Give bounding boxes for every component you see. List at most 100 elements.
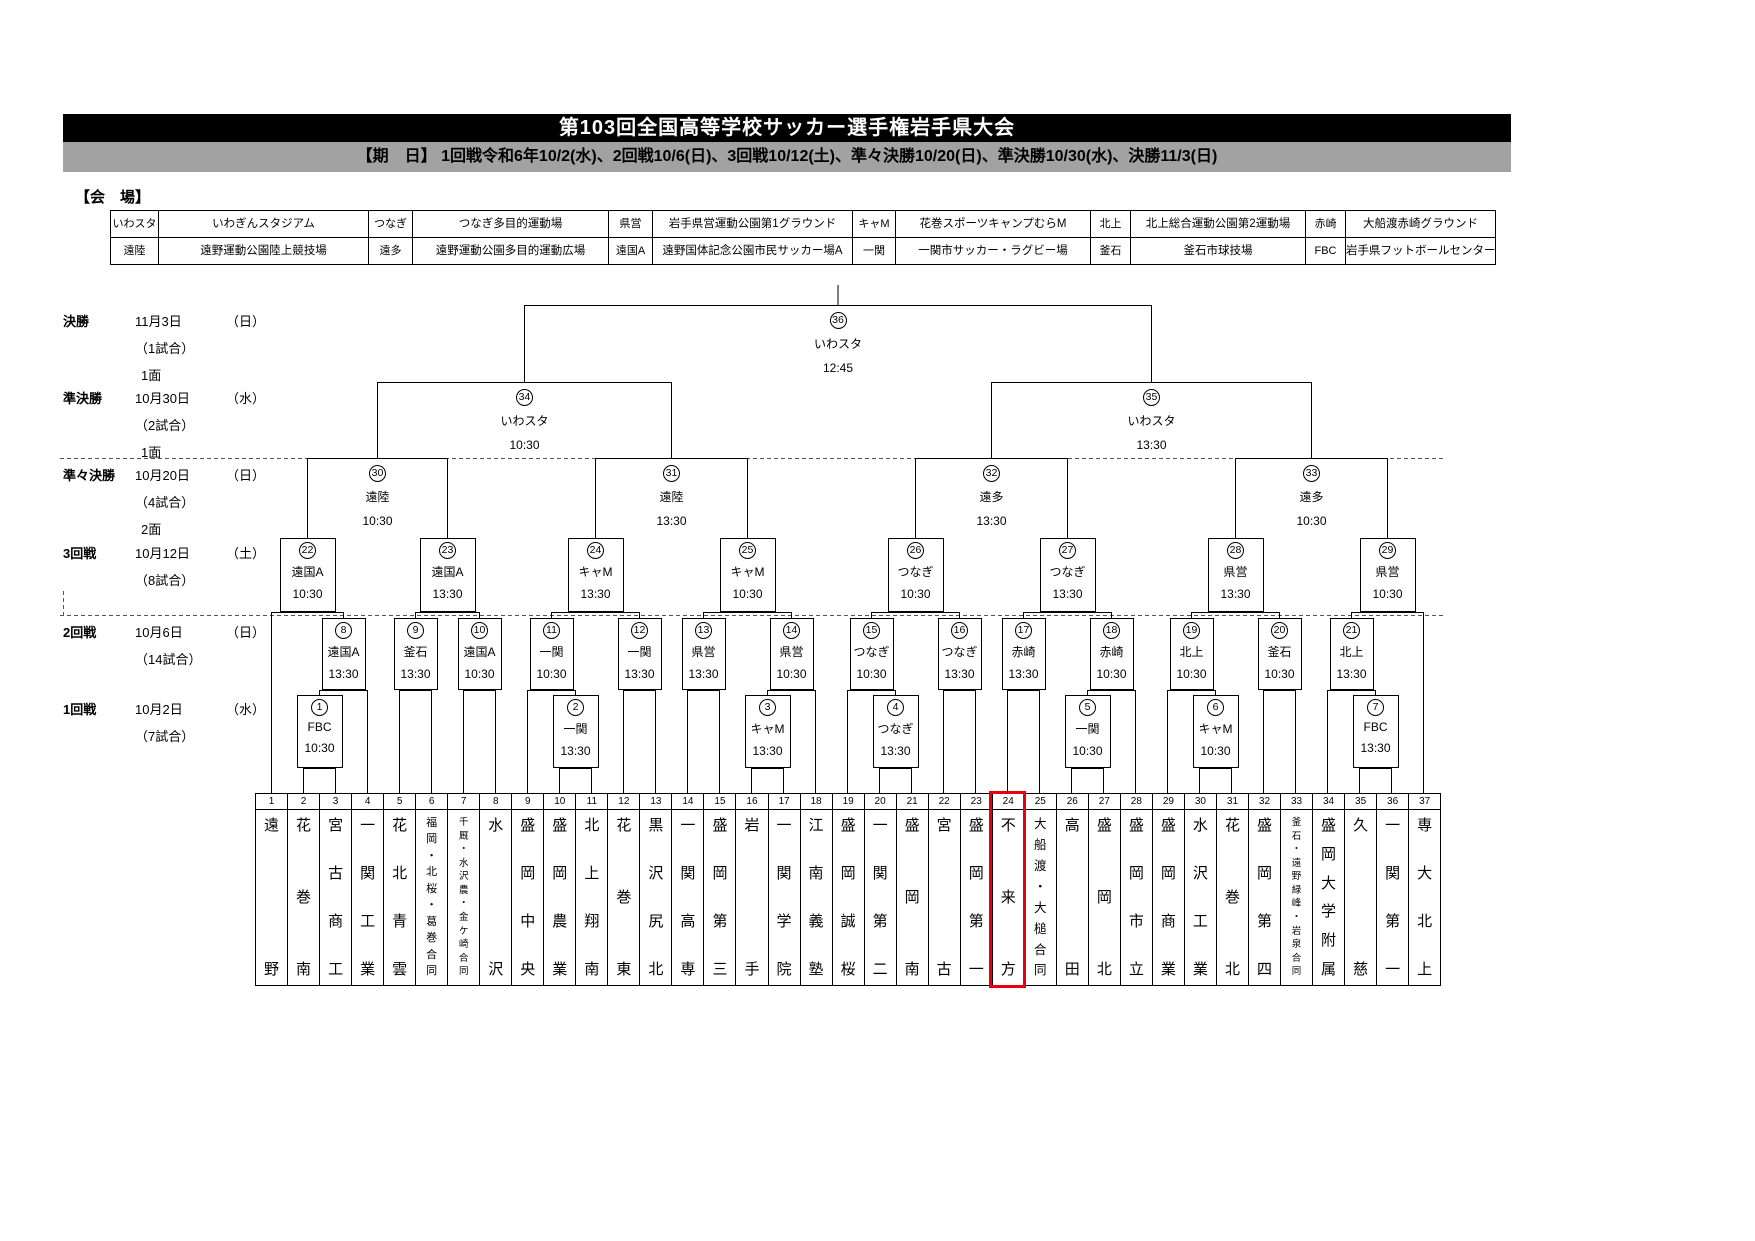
team-name: 花巻南 — [288, 810, 319, 985]
team-name-char: ・ — [1291, 844, 1302, 856]
team-name: 一関高専 — [672, 810, 703, 985]
team-name-char: 野 — [1291, 871, 1302, 883]
team-name-char: 一 — [680, 817, 696, 834]
team-name-char: 巻 — [426, 932, 438, 945]
team-name-char: 上 — [584, 865, 600, 882]
team-name-char: 遠 — [1291, 857, 1302, 869]
team-name-char: 業 — [1192, 961, 1208, 978]
team-name: 一関学院 — [769, 810, 800, 985]
team-name: 千厩・水沢農・金ケ崎合同 — [448, 810, 479, 985]
venue-name: 釜石市球技場 — [1131, 238, 1306, 265]
team-name-char: 黒 — [648, 817, 664, 834]
team-name-char: 関 — [872, 865, 888, 882]
team-name: 不来方 — [993, 810, 1024, 985]
team-name-char: 塾 — [808, 961, 824, 978]
team-name-char: 盛 — [1128, 817, 1144, 834]
team-name-char: 宮 — [936, 817, 952, 834]
team-seed-number: 37 — [1409, 794, 1441, 810]
team-name: 大船渡・大槌合同 — [1025, 810, 1056, 985]
team-name-char: 来 — [1000, 889, 1016, 906]
round-date: 10月2日 — [135, 702, 183, 717]
round-day: （土） — [226, 546, 266, 561]
team-name-char: 水 — [1192, 817, 1208, 834]
team-seed-number: 16 — [736, 794, 768, 810]
team-name-char: 巻 — [616, 889, 632, 906]
team-seed-number: 9 — [512, 794, 544, 810]
team-name-char: 第 — [1256, 913, 1272, 930]
round-day: （日） — [226, 625, 266, 640]
team-name-char: 岡 — [1160, 865, 1176, 882]
team-name-char: 一 — [872, 817, 888, 834]
team-name-char: 盛 — [1321, 817, 1337, 834]
team-name-char: 義 — [808, 913, 824, 930]
team-name: 遠野 — [256, 810, 287, 985]
team-seed-number: 15 — [704, 794, 736, 810]
round-day: （日） — [226, 314, 266, 329]
team-name: 盛岡誠桜 — [833, 810, 864, 985]
round-name: 3回戦 — [63, 546, 97, 561]
team-name: 黒沢尻北 — [640, 810, 671, 985]
team-name-char: 葛 — [426, 915, 438, 928]
team-seed-number: 26 — [1056, 794, 1088, 810]
team-name-char: 関 — [360, 865, 376, 882]
round-games: （4試合） — [135, 495, 195, 510]
team-name: 盛岡北 — [1089, 810, 1120, 985]
venue-name: 岩手県営運動公園第1グラウンド — [653, 211, 853, 238]
venue-name: いわぎんスタジアム — [159, 211, 369, 238]
venue-abbr: 赤崎 — [1306, 211, 1346, 238]
team-name-char: 沢 — [648, 865, 664, 882]
team-seed-number: 17 — [768, 794, 800, 810]
team-seed-number: 8 — [480, 794, 512, 810]
team-seed-number: 30 — [1184, 794, 1216, 810]
team-name-char: 翔 — [584, 913, 600, 930]
team-name-char: 業 — [1160, 961, 1176, 978]
team-name: 宮古 — [929, 810, 960, 985]
team-name-char: 東 — [616, 961, 632, 978]
team-name-char: 関 — [680, 865, 696, 882]
round-games: （14試合） — [135, 652, 202, 667]
venue-name: つなぎ多目的運動場 — [413, 211, 609, 238]
team-name-char: 福 — [426, 817, 438, 829]
team-name-char: 泉 — [1291, 939, 1302, 951]
team-name-char: 岡 — [968, 865, 984, 882]
team-name-char: 岡 — [552, 865, 568, 882]
venue-abbr: 県営 — [609, 211, 653, 238]
venue-name: 遠野国体記念公園市民サッカー場A — [653, 238, 853, 265]
team-name-char: 沢 — [458, 871, 469, 883]
team-name: 水沢工業 — [1185, 810, 1216, 985]
team-name-char: 第 — [968, 913, 984, 930]
team-name: 一関第二 — [865, 810, 896, 985]
team-name-char: 古 — [328, 865, 344, 882]
team-name-char: 盛 — [904, 817, 920, 834]
team-name-char: 盛 — [840, 817, 856, 834]
team-name-char: 専 — [680, 961, 696, 978]
team-name-char: 北 — [648, 961, 664, 978]
team-name-char: 釜 — [1291, 817, 1302, 828]
team-name-char: 大 — [1034, 817, 1047, 831]
team-seed-number: 27 — [1088, 794, 1120, 810]
team-name: 一関第一 — [1377, 810, 1408, 985]
team-name-char: 古 — [936, 961, 952, 978]
venue-abbr: 釜石 — [1091, 238, 1131, 265]
team-name-char: 院 — [776, 961, 792, 978]
team-name-char: 業 — [552, 961, 568, 978]
team-name-char: 誠 — [840, 913, 856, 930]
team-name-char: 高 — [680, 913, 696, 930]
team-name: 岩手 — [736, 810, 767, 985]
venue-name: 花巻スポーツキャンプむらM — [896, 211, 1091, 238]
team-name-char: 北 — [1417, 913, 1433, 930]
